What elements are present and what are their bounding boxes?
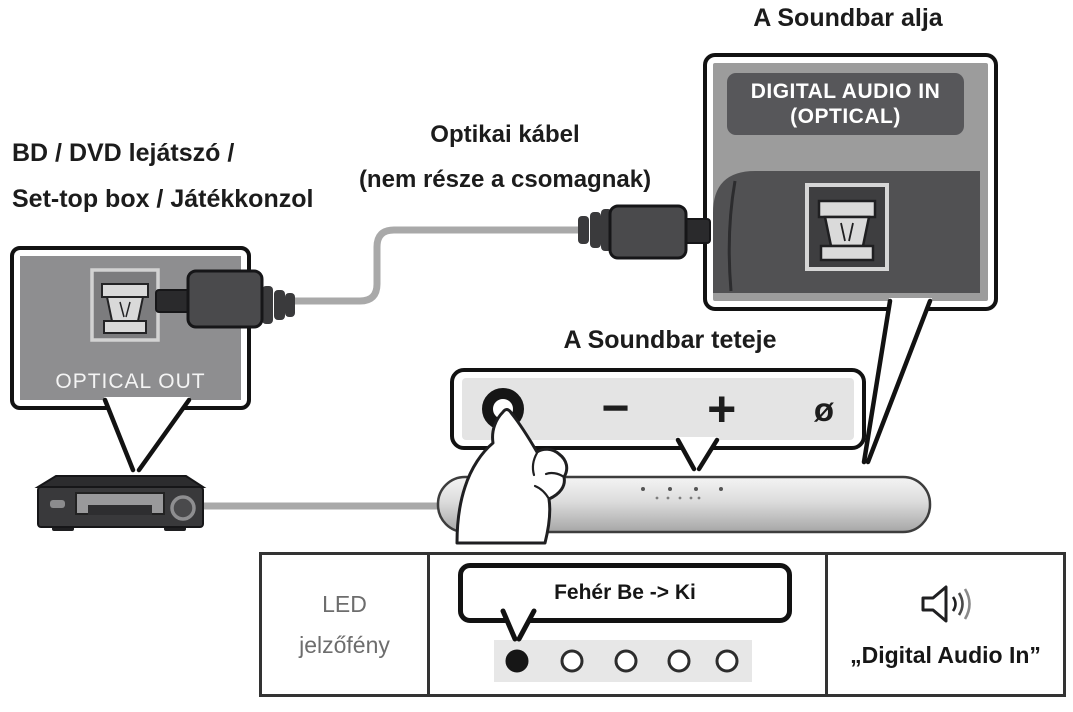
optical-cable-label: Optikai kábel (nem része a csomagnak): [340, 112, 670, 202]
control-panel-inset: − + ø: [462, 378, 854, 440]
soundbar-drawing: [436, 475, 932, 534]
digital-audio-in-port-icon: [805, 183, 889, 271]
source-device-label-line1: BD / DVD lejátszó /: [12, 139, 235, 167]
power-button: ø: [813, 390, 834, 428]
optical-out-box: OPTICAL OUT: [10, 246, 251, 410]
optical-out-port-icon: [90, 268, 160, 342]
soundbar-top-label: A Soundbar teteje: [563, 326, 777, 354]
optical-plug-right: [578, 204, 711, 260]
speaker-with-sound-waves-icon: [921, 585, 971, 623]
led-dot: [667, 649, 691, 673]
multi-function-button: [482, 388, 524, 430]
optical-out-label: OPTICAL OUT: [55, 370, 206, 393]
digital-audio-in-badge: DIGITAL AUDIO IN (OPTICAL): [727, 73, 964, 135]
source-device-label: BD / DVD lejátszó / Set-top box / Játékk…: [12, 130, 313, 222]
table-cell-led-label: LED jelzőfény: [262, 555, 430, 694]
digital-audio-in-line2: (OPTICAL): [790, 105, 901, 128]
volume-up-button: +: [707, 381, 737, 437]
led-dot: [614, 649, 638, 673]
pointer-soundbar-bottom: [861, 298, 933, 465]
led-status-table: LED jelzőfény Fehér Be -> Ki: [259, 552, 1066, 697]
soundbar-top-control-panel: − + ø: [450, 368, 866, 450]
optical-cable-label-line1: Optikai kábel: [430, 121, 580, 148]
led-dots: [500, 608, 739, 673]
led-dot: [505, 649, 529, 673]
table-cell-led-states: Fehér Be -> Ki: [430, 555, 828, 694]
led-dot: [560, 649, 584, 673]
volume-down-button: −: [601, 382, 630, 435]
optical-cable-label-line2: (nem része a csomagnak): [358, 166, 652, 193]
digital-audio-in-line1: DIGITAL AUDIO IN: [750, 80, 941, 103]
table-cell-source-mode: „Digital Audio In”: [828, 555, 1063, 694]
source-device-label-line2: Set-top box / Játékkonzol: [12, 185, 314, 213]
soundbar-underside-drawing: [713, 171, 980, 293]
dvd-player-drawing: [34, 475, 207, 531]
led-dot: [715, 649, 739, 673]
source-mode-text: „Digital Audio In”: [850, 642, 1041, 668]
led-label-line2: jelzőfény: [299, 631, 390, 658]
soundbar-bottom-panel: DIGITAL AUDIO IN (OPTICAL): [703, 53, 998, 311]
led-label-line1: LED: [322, 590, 367, 617]
soundbar-bottom-label: A Soundbar alja: [753, 4, 943, 32]
